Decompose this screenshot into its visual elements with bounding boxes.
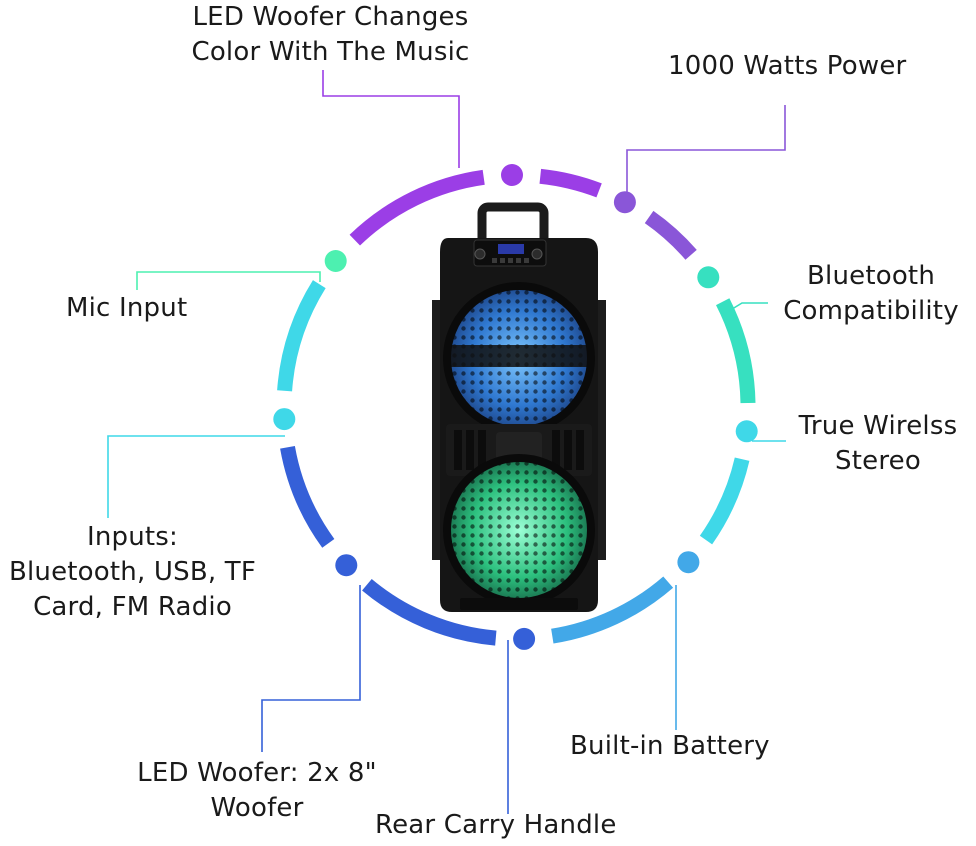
label-line: LED Woofer: 2x 8" (137, 758, 377, 788)
label-line: LED Woofer Changes (192, 2, 469, 32)
label-line: Rear Carry Handle (375, 810, 617, 840)
label-line: Bluetooth, USB, TF (8, 557, 257, 587)
label-line: Bluetooth (806, 261, 936, 291)
ring-marker-dot (324, 250, 347, 272)
label-line: Compatibility (783, 296, 959, 326)
color-ring (277, 168, 756, 646)
label-mic-input: Mic Input (66, 291, 187, 326)
ring-segment (349, 169, 485, 246)
ring-segment (280, 445, 335, 548)
ring-segment (699, 457, 750, 545)
label-line: 1000 Watts Power (668, 51, 907, 81)
ring-segment (715, 298, 756, 404)
ring-marker-dot (335, 554, 358, 577)
label-line: Woofer (210, 793, 304, 823)
label-line: Built-in Battery (570, 731, 770, 761)
label-led-woofer-color: LED Woofer Changes Color With The Music (168, 0, 493, 70)
label-inputs: Inputs: Bluetooth, USB, TF Card, FM Radi… (0, 520, 265, 625)
label-line: Inputs: (86, 522, 179, 552)
label-rear-carry-handle: Rear Carry Handle (375, 808, 617, 843)
speaker-base (460, 598, 578, 610)
speaker-image (432, 202, 606, 612)
leader-line (261, 585, 361, 752)
label-line: True Wirelss (798, 411, 958, 441)
label-line: Mic Input (66, 293, 188, 323)
leader-line (723, 302, 768, 315)
ring-marker-dot (513, 627, 536, 650)
label-line: Stereo (835, 446, 921, 476)
ring-marker-dot (677, 551, 700, 574)
ring-segment (551, 576, 674, 644)
leader-line (626, 105, 786, 196)
ring-markers (273, 164, 758, 650)
label-built-in-battery: Built-in Battery (570, 729, 770, 764)
leader-line (322, 70, 460, 168)
label-bluetooth: Bluetooth Compatibility (766, 259, 976, 329)
ring-segment (362, 578, 497, 646)
leader-line (136, 271, 321, 290)
ring-segment (277, 280, 326, 392)
knob-icon (474, 248, 486, 260)
leader-lines (107, 70, 786, 814)
knob-icon (531, 248, 543, 260)
ring-marker-dot (613, 191, 636, 214)
label-watts-power: 1000 Watts Power (668, 49, 906, 84)
label-line: Color With The Music (191, 37, 470, 67)
ring-segment (644, 210, 697, 260)
ring-segment (539, 168, 602, 198)
label-true-wireless: True Wirelss Stereo (780, 409, 976, 479)
label-woofer-size: LED Woofer: 2x 8" Woofer (122, 756, 392, 826)
display-screen-icon (498, 244, 524, 254)
label-line: Card, FM Radio (33, 592, 232, 622)
leader-line (107, 435, 285, 518)
ring-marker-dot (735, 420, 758, 443)
ring-marker-dot (501, 164, 523, 186)
ring-marker-dot (697, 266, 720, 289)
ring-marker-dot (273, 408, 296, 431)
